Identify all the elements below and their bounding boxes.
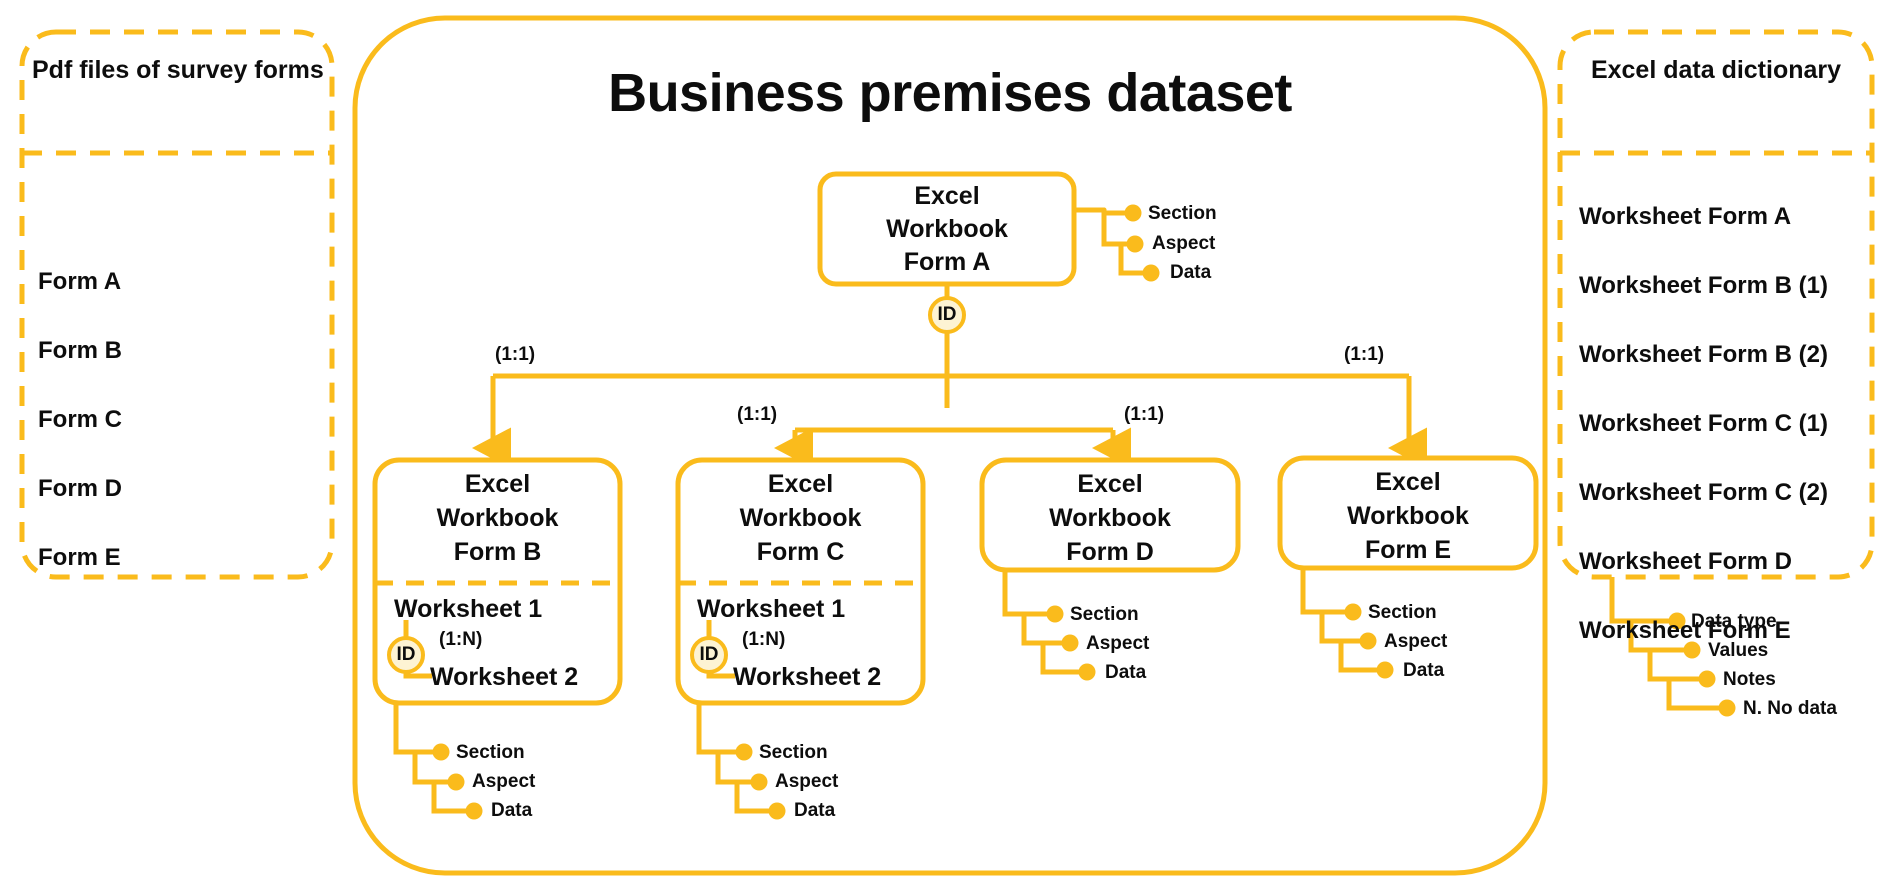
form-d-label-line-0: Excel [1077, 470, 1143, 498]
root-attribute-branch [1071, 207, 1153, 276]
main-container-frame [352, 15, 1548, 876]
root-attr-dot-1 [1126, 235, 1144, 253]
form-c-id-badge-label: ID [699, 644, 719, 665]
root-attr-dot-2 [1142, 264, 1160, 282]
form-b-attr-dot-0 [432, 743, 450, 761]
form-c-attr-dot-2 [768, 802, 786, 820]
form-b-attribute-section: Section [456, 742, 525, 763]
dict-attr-dot-2 [1698, 670, 1716, 688]
form-b-attribute-aspect: Aspect [472, 771, 536, 792]
form-e-attribute-section: Section [1368, 602, 1437, 623]
form-c-worksheet-cardinality: (1:N) [742, 629, 786, 650]
left-panel-item-form-a[interactable]: Form A [38, 268, 122, 295]
form-b-worksheet-cardinality: (1:N) [439, 629, 483, 650]
dictionary-attribute-notes: Notes [1723, 669, 1776, 690]
form-c-attribute-section: Section [759, 742, 828, 763]
form-b-worksheet-1: Worksheet 1 [394, 595, 543, 623]
root-attribute-section: Section [1148, 203, 1217, 224]
form-e-attr-dot-1 [1359, 632, 1377, 650]
form-e-attribute-aspect: Aspect [1384, 631, 1448, 652]
form-d-attribute-aspect: Aspect [1086, 633, 1150, 654]
form-d-attr-dot-2 [1078, 663, 1096, 681]
form-e-attr-dot-2 [1376, 661, 1394, 679]
form-c-label-line-0: Excel [767, 470, 834, 498]
right-panel-item-6[interactable]: Worksheet Form E [1579, 617, 1791, 644]
root-id-badge-label: ID [937, 304, 957, 325]
form-b-label-line-0: Excel [464, 470, 531, 498]
form-c-worksheet-2: Worksheet 2 [733, 663, 882, 691]
edge-label-to-form-d: (1:1) [1124, 404, 1165, 425]
root-box-label-line-2: Form A [903, 248, 991, 276]
left-panel-item-form-c[interactable]: Form C [38, 406, 122, 433]
form-e-label-line-0: Excel [1375, 468, 1441, 496]
form-d-label-line-2: Form D [1066, 538, 1154, 566]
form-b-attribute-data: Data [491, 800, 533, 821]
form-d-label-line-1: Workbook [1049, 504, 1171, 532]
form-b-attr-dot-1 [447, 773, 465, 791]
form-d-attr-dot-1 [1061, 634, 1079, 652]
form-d-attr-dot-0 [1046, 605, 1064, 623]
root-box-label-line-0: Excel [914, 182, 980, 210]
dictionary-attribute-no-data: N. No data [1743, 698, 1837, 719]
form-c-label-line-1: Workbook [739, 504, 862, 532]
right-panel-item-0[interactable]: Worksheet Form A [1579, 203, 1792, 230]
form-e-label-line-2: Form E [1364, 536, 1452, 564]
root-attribute-aspect: Aspect [1152, 233, 1216, 254]
form-e-attribute-data: Data [1403, 660, 1445, 681]
root-attr-dot-0 [1124, 204, 1142, 222]
form-c-attr-dot-1 [750, 773, 768, 791]
right-panel-title: Excel data dictionary [1590, 56, 1842, 84]
left-panel-title: Pdf files of survey forms [32, 56, 324, 84]
form-e-label-line-1: Workbook [1347, 502, 1469, 530]
edge-label-to-form-b: (1:1) [495, 344, 536, 365]
left-panel-item-form-e[interactable]: Form E [38, 544, 121, 571]
right-panel-item-5[interactable]: Worksheet Form D [1579, 548, 1792, 575]
root-attribute-data: Data [1170, 262, 1212, 283]
right-panel-item-2[interactable]: Worksheet Form B (2) [1579, 341, 1828, 368]
dict-attr-dot-3 [1718, 699, 1736, 717]
form-b-id-badge-label: ID [396, 644, 416, 665]
right-panel-item-4[interactable]: Worksheet Form C (2) [1579, 479, 1828, 506]
form-b-worksheet-2: Worksheet 2 [430, 663, 579, 691]
form-b-label-line-1: Workbook [436, 504, 559, 532]
form-c-attr-dot-0 [735, 743, 753, 761]
right-panel-item-1[interactable]: Worksheet Form B (1) [1579, 272, 1828, 299]
dictionary-attribute-data-type: Data type [1691, 611, 1777, 632]
form-c-attribute-data: Data [794, 800, 836, 821]
dictionary-attribute-values: Values [1708, 640, 1769, 661]
root-box-label-line-1: Workbook [886, 215, 1008, 243]
form-c-label-line-2: Form C [756, 538, 845, 566]
form-b-label-line-2: Form B [453, 538, 542, 566]
left-panel-item-form-b[interactable]: Form B [38, 337, 122, 364]
right-panel-item-3[interactable]: Worksheet Form C (1) [1579, 410, 1828, 437]
form-e-attr-dot-0 [1344, 603, 1362, 621]
edge-label-to-form-c: (1:1) [737, 404, 778, 425]
form-d-attribute-section: Section [1070, 604, 1139, 625]
left-panel-item-form-d[interactable]: Form D [38, 475, 122, 502]
form-b-attr-dot-2 [465, 802, 483, 820]
page-title: Business premises dataset [608, 63, 1292, 123]
form-c-worksheet-1: Worksheet 1 [697, 595, 846, 623]
edge-label-to-form-e: (1:1) [1344, 344, 1385, 365]
form-c-attribute-aspect: Aspect [775, 771, 839, 792]
form-d-attribute-data: Data [1105, 662, 1147, 683]
